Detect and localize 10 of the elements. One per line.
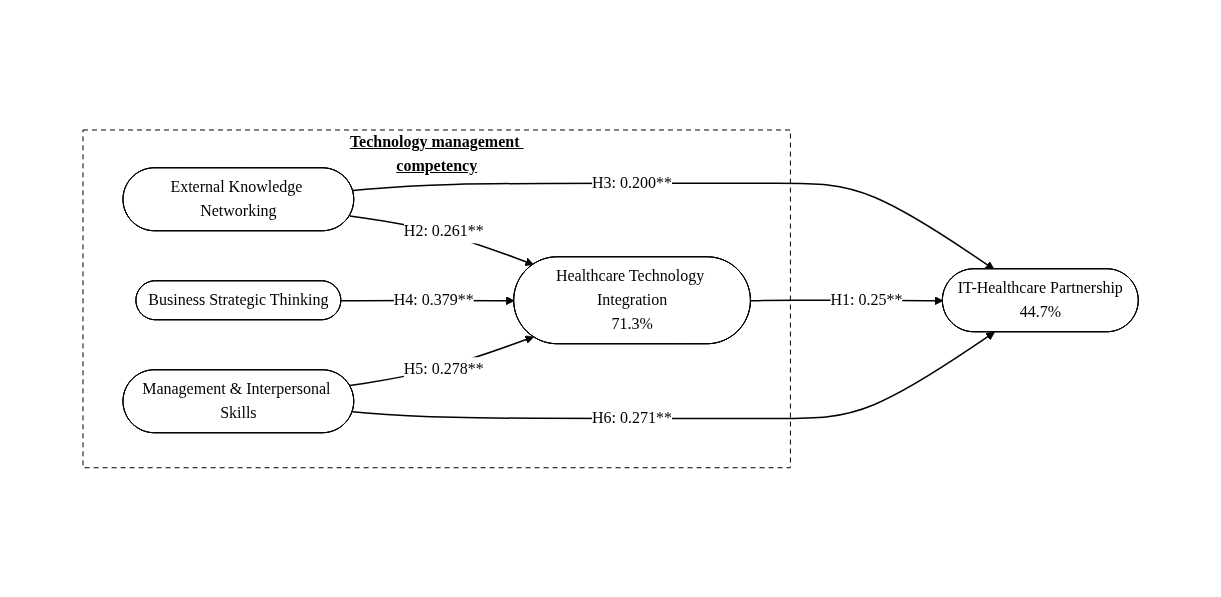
arrow: [351, 182, 995, 270]
edge-label: H4: 0.379**: [393, 290, 474, 308]
edge-label: H5: 0.278**: [403, 359, 484, 377]
edge-label: H1: 0.25**: [830, 290, 903, 308]
arrow: [351, 331, 995, 419]
edge-label: H3: 0.200**: [591, 173, 672, 191]
arrow: [348, 335, 534, 386]
edge-label: H2: 0.261**: [403, 222, 484, 240]
edge-label: H6: 0.271**: [591, 409, 672, 427]
arrow: [348, 214, 534, 266]
